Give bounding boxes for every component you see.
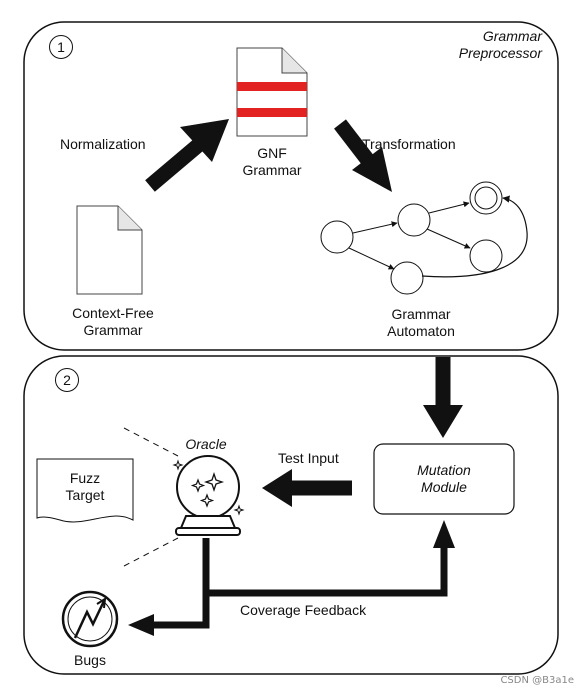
- automaton-label-line1: Grammar: [391, 306, 451, 322]
- gnf-stripe-top: [237, 82, 307, 91]
- bug-icon: [61, 590, 119, 648]
- panel1-number-badge: 1: [49, 35, 73, 59]
- transformation-label: Transformation: [362, 136, 456, 152]
- test-input-label: Test Input: [278, 450, 339, 466]
- bugs-label: Bugs: [74, 652, 106, 668]
- crystal-ball-icon: [172, 455, 245, 536]
- automaton-to-mutation-arrow: [423, 357, 463, 438]
- automaton-label-line2: Automaton: [387, 323, 455, 339]
- context-free-grammar-label: Context-Free Grammar: [50, 305, 176, 339]
- panel1-title: Grammar Preprocessor: [459, 28, 542, 62]
- panel1-title-line1: Grammar: [482, 28, 542, 44]
- normalization-arrow: [145, 119, 229, 192]
- fuzz-target-line2: Target: [65, 487, 105, 503]
- panel2-number-badge: 2: [55, 368, 79, 392]
- gnf-grammar-document-icon: [236, 47, 308, 137]
- test-input-arrow: [262, 469, 352, 507]
- gnf-grammar-label: GNF Grammar: [230, 145, 314, 179]
- panel1-title-line2: Preprocessor: [458, 45, 542, 61]
- cfg-label-line2: Grammar: [83, 322, 143, 338]
- cfg-label-line1: Context-Free: [72, 305, 154, 321]
- gnf-label-line1: GNF: [257, 145, 287, 161]
- grammar-automaton-label: Grammar Automaton: [366, 306, 476, 340]
- mutation-module-box: [373, 443, 515, 515]
- coverage-feedback-label: Coverage Feedback: [240, 602, 367, 618]
- fuzz-target-label: Fuzz Target: [37, 470, 133, 504]
- coverage-feedback-arrow: [202, 520, 455, 597]
- mutation-module-line1: Mutation: [417, 462, 471, 478]
- watermark: CSDN @B3a1e: [500, 675, 574, 686]
- fuzz-target-line1: Fuzz: [69, 470, 101, 486]
- transformation-arrow: [334, 119, 392, 192]
- fuzz-target-document-icon: [36, 458, 134, 523]
- grammar-automaton-graph-icon: [320, 181, 528, 295]
- mutation-module-label: Mutation Module: [374, 462, 514, 496]
- oracle-label: Oracle: [185, 436, 227, 452]
- panel-grammar-preprocessor: [23, 21, 559, 351]
- gnf-label-line2: Grammar: [242, 162, 302, 178]
- gnf-stripe-bottom: [237, 108, 307, 117]
- mutation-module-line2: Module: [421, 479, 467, 495]
- normalization-label: Normalization: [60, 136, 146, 152]
- oracle-to-bugs-arrow: [128, 593, 210, 636]
- context-free-grammar-document-icon: [76, 205, 143, 295]
